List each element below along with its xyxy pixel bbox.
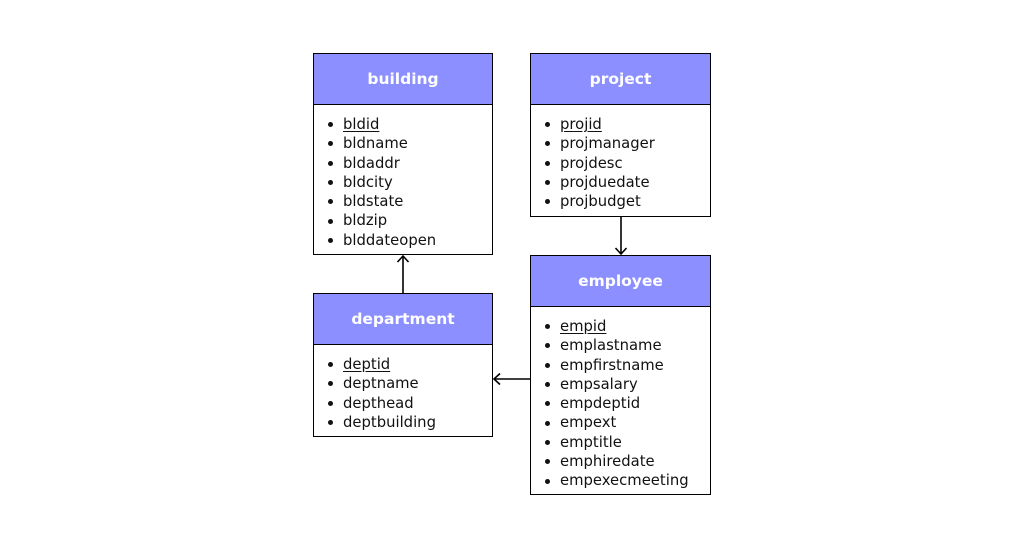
attribute-label: projmanager bbox=[560, 135, 655, 153]
bullet-icon bbox=[545, 362, 550, 368]
entity-department: department deptid deptname depthead dept… bbox=[313, 293, 493, 437]
attribute-label: bldzip bbox=[343, 212, 388, 230]
relationship-employee-department bbox=[492, 372, 530, 386]
relationship-project-employee bbox=[614, 217, 628, 256]
attribute-item: bldname bbox=[328, 134, 492, 153]
bullet-icon bbox=[545, 478, 550, 484]
attribute-item: bldaddr bbox=[328, 154, 492, 173]
attribute-item: projmanager bbox=[545, 134, 710, 153]
bullet-icon bbox=[545, 324, 550, 330]
relationship-department-building bbox=[396, 254, 410, 293]
attribute-label: bldstate bbox=[343, 193, 404, 211]
bullet-icon bbox=[545, 141, 550, 147]
attribute-label: blddateopen bbox=[343, 231, 437, 249]
entity-employee-title: employee bbox=[531, 256, 710, 307]
entity-building-attributes: bldid bldname bldaddr bldcity bldstate b… bbox=[314, 105, 492, 250]
attribute-item: empsalary bbox=[545, 375, 710, 394]
entity-project-attributes: projid projmanager projdesc projduedate … bbox=[531, 105, 710, 211]
bullet-icon bbox=[545, 160, 550, 166]
attribute-label: projdesc bbox=[560, 154, 623, 172]
bullet-icon bbox=[328, 362, 333, 368]
attribute-label: empext bbox=[560, 414, 617, 432]
entity-building: building bldid bldname bldaddr bldcity b… bbox=[313, 53, 493, 255]
attribute-item: depthead bbox=[328, 394, 492, 413]
attribute-label: emptitle bbox=[560, 433, 622, 451]
attribute-label: emplastname bbox=[560, 337, 662, 355]
bullet-icon bbox=[328, 218, 333, 224]
bullet-icon bbox=[545, 343, 550, 349]
attribute-label: projduedate bbox=[560, 173, 650, 191]
entity-project: project projid projmanager projdesc proj… bbox=[530, 53, 711, 217]
bullet-icon bbox=[328, 180, 333, 186]
attribute-item: bldid bbox=[328, 115, 492, 134]
bullet-icon bbox=[545, 401, 550, 407]
primary-key-attribute: bldid bbox=[343, 116, 380, 133]
bullet-icon bbox=[328, 381, 333, 387]
bullet-icon bbox=[328, 400, 333, 406]
bullet-icon bbox=[545, 122, 550, 128]
attribute-label: depthead bbox=[343, 394, 414, 412]
bullet-icon bbox=[545, 199, 550, 205]
entity-department-title: department bbox=[314, 294, 492, 345]
entity-project-title: project bbox=[531, 54, 710, 105]
bullet-icon bbox=[328, 141, 333, 147]
bullet-icon bbox=[328, 160, 333, 166]
attribute-label: empexecmeeting bbox=[560, 472, 689, 490]
entity-employee-attributes: empid emplastname empfirstname empsalary… bbox=[531, 307, 710, 491]
attribute-item: projbudget bbox=[545, 192, 710, 211]
bullet-icon bbox=[545, 180, 550, 186]
attribute-item: empfirstname bbox=[545, 356, 710, 375]
bullet-icon bbox=[545, 420, 550, 426]
attribute-item: empext bbox=[545, 413, 710, 432]
bullet-icon bbox=[545, 459, 550, 465]
attribute-item: bldzip bbox=[328, 211, 492, 230]
bullet-icon bbox=[328, 420, 333, 426]
attribute-item: deptbuilding bbox=[328, 413, 492, 432]
attribute-item: bldstate bbox=[328, 192, 492, 211]
bullet-icon bbox=[328, 199, 333, 205]
attribute-item: bldcity bbox=[328, 173, 492, 192]
attribute-item: projdesc bbox=[545, 154, 710, 173]
entity-department-attributes: deptid deptname depthead deptbuilding bbox=[314, 345, 492, 432]
attribute-label: bldname bbox=[343, 135, 408, 153]
attribute-item: deptid bbox=[328, 355, 492, 374]
attribute-item: emptitle bbox=[545, 433, 710, 452]
primary-key-attribute: projid bbox=[560, 116, 602, 133]
bullet-icon bbox=[328, 237, 333, 243]
attribute-label: bldcity bbox=[343, 173, 393, 191]
attribute-label: empfirstname bbox=[560, 356, 664, 374]
entity-employee: employee empid emplastname empfirstname … bbox=[530, 255, 711, 495]
entity-building-title: building bbox=[314, 54, 492, 105]
bullet-icon bbox=[545, 382, 550, 388]
attribute-item: deptname bbox=[328, 374, 492, 393]
attribute-label: deptbuilding bbox=[343, 413, 436, 431]
attribute-item: empdeptid bbox=[545, 394, 710, 413]
attribute-label: emphiredate bbox=[560, 453, 655, 471]
attribute-item: empexecmeeting bbox=[545, 471, 710, 490]
attribute-label: projbudget bbox=[560, 193, 641, 211]
attribute-label: bldaddr bbox=[343, 154, 400, 172]
attribute-item: blddateopen bbox=[328, 231, 492, 250]
attribute-item: empid bbox=[545, 317, 710, 336]
primary-key-attribute: empid bbox=[560, 318, 607, 335]
attribute-label: empdeptid bbox=[560, 395, 641, 413]
attribute-label: empsalary bbox=[560, 375, 638, 393]
attribute-item: emphiredate bbox=[545, 452, 710, 471]
bullet-icon bbox=[545, 439, 550, 445]
attribute-item: projid bbox=[545, 115, 710, 134]
bullet-icon bbox=[328, 122, 333, 128]
attribute-item: emplastname bbox=[545, 336, 710, 355]
attribute-item: projduedate bbox=[545, 173, 710, 192]
primary-key-attribute: deptid bbox=[343, 356, 391, 373]
attribute-label: deptname bbox=[343, 375, 419, 393]
